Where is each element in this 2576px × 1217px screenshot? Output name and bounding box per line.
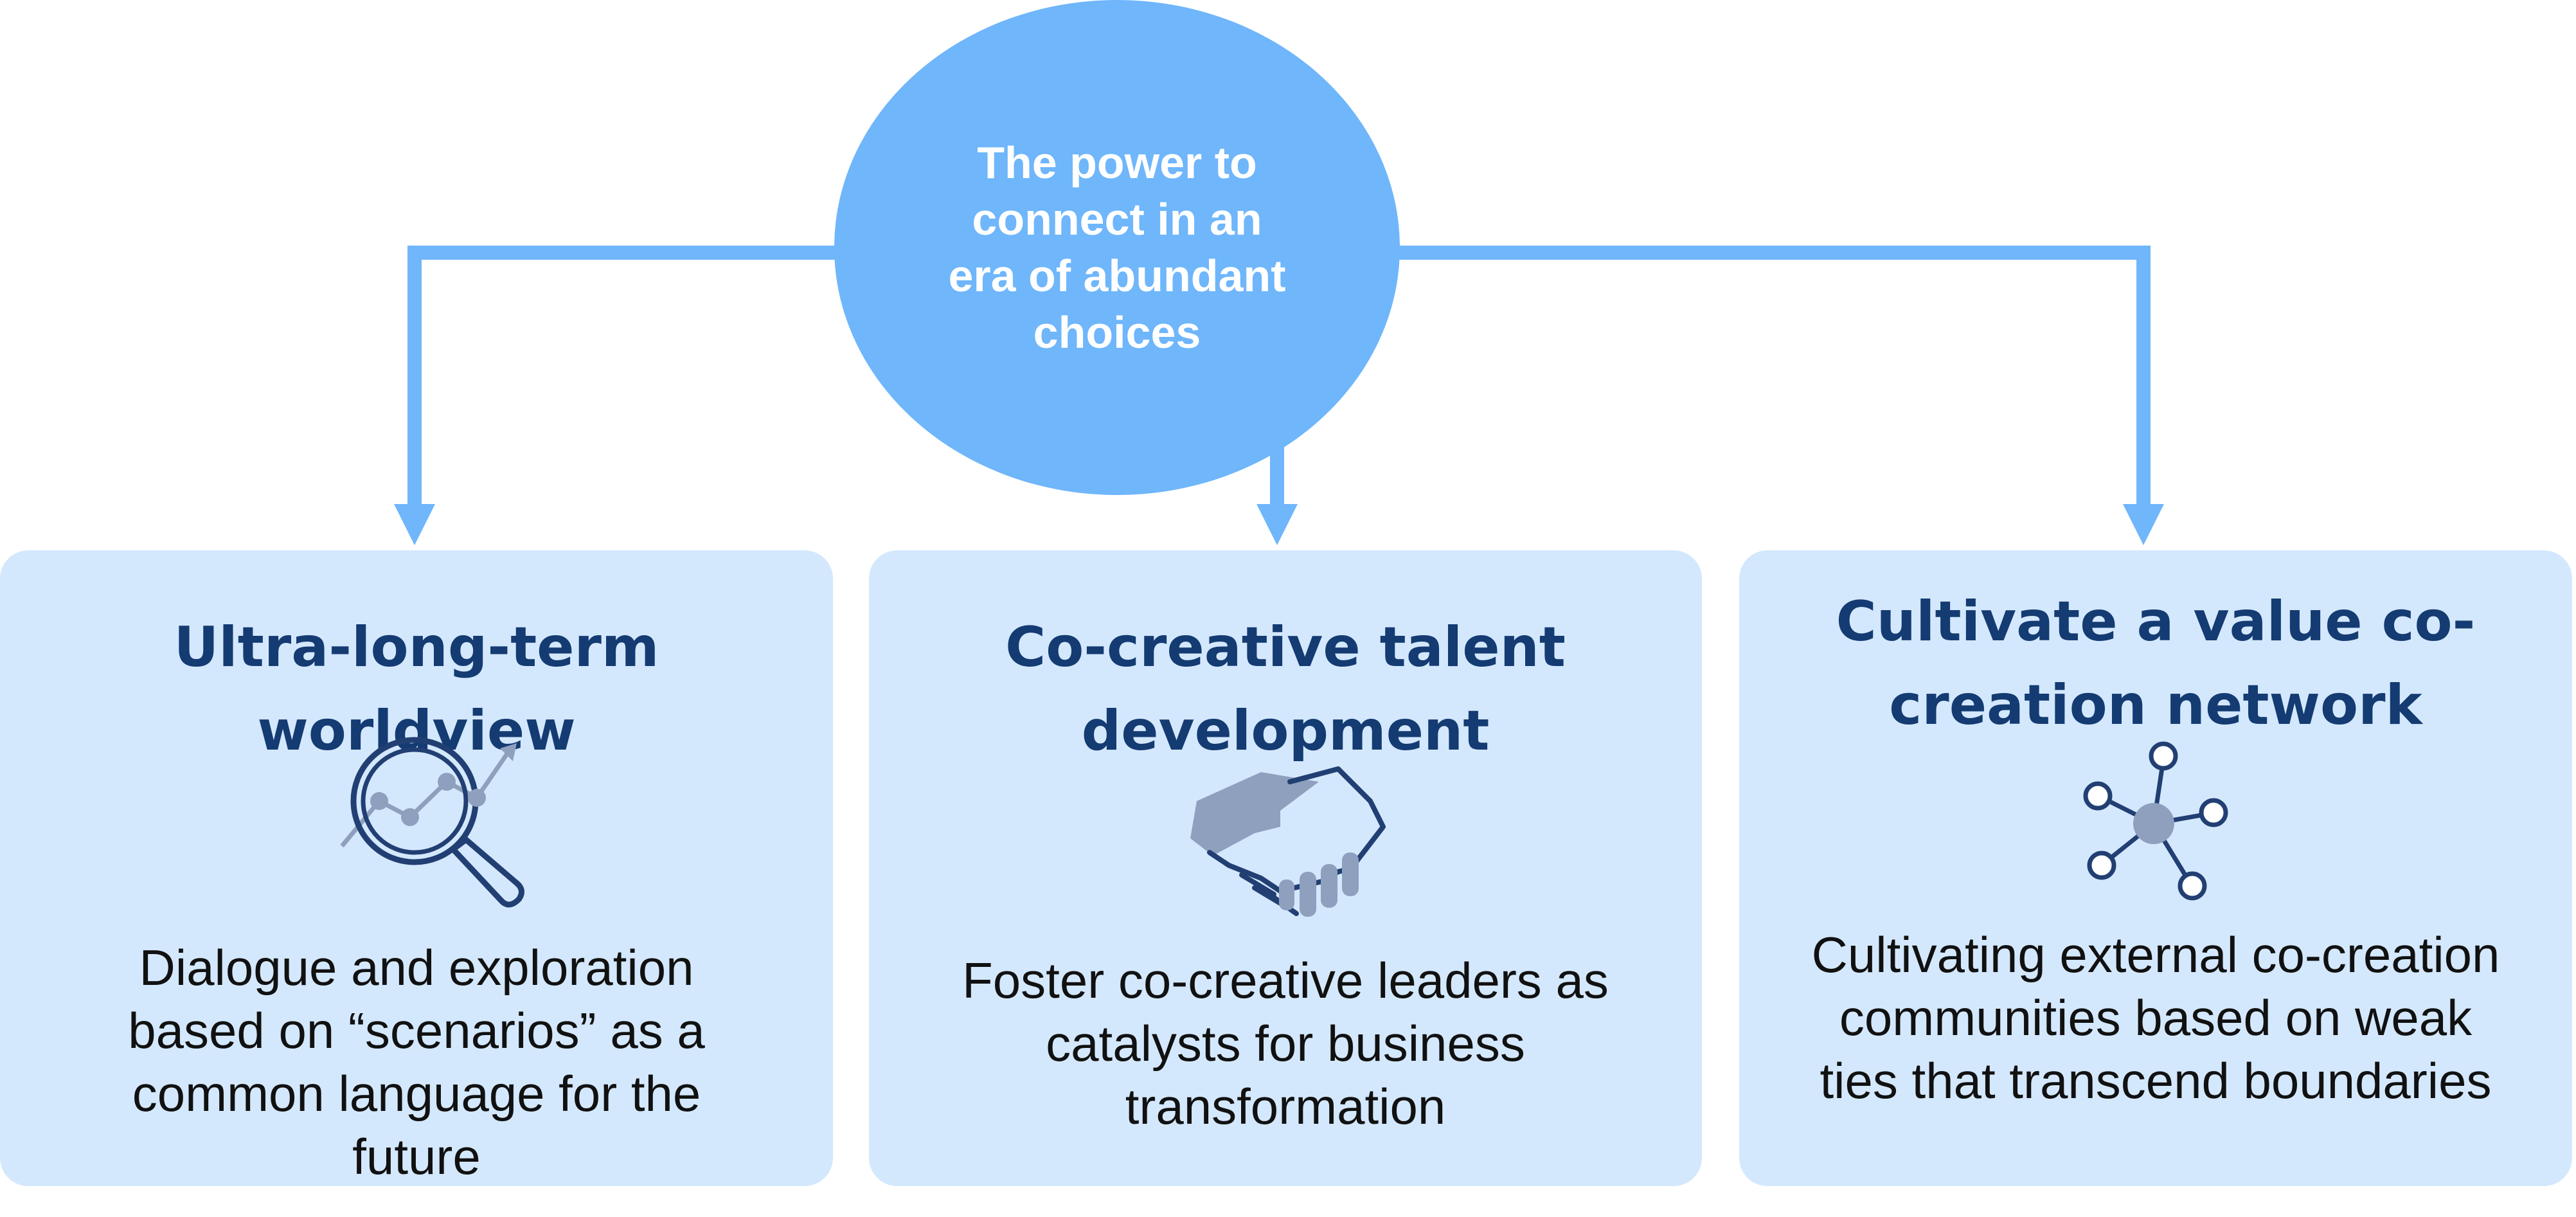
- card-ultra-long-term-worldview: Ultra-long-term worldview Dialogue and e…: [0, 550, 833, 1186]
- card-co-creative-talent-development: Co-creative talent development Foster co…: [869, 550, 1702, 1186]
- network-icon: [2083, 741, 2228, 901]
- card-description: Foster co-creative leaders as catalysts …: [962, 952, 1609, 1135]
- card-description: Dialogue and exploration based on “scena…: [128, 939, 705, 1185]
- card-title: Ultra-long-term worldview: [174, 615, 659, 763]
- handshake-icon: [1190, 766, 1386, 917]
- arrowhead-center: [1257, 504, 1298, 545]
- central-ellipse-label: The power to connect in an era of abunda…: [948, 138, 1286, 357]
- magnifier-chart-icon: [340, 737, 524, 908]
- card-title: Co-creative talent development: [1005, 615, 1566, 763]
- arrowhead-left: [394, 504, 435, 545]
- card-title: Cultivate a value co- creation network: [1836, 590, 2476, 737]
- card-value-co-creation-network: Cultivate a value co- creation network C…: [1739, 550, 2572, 1186]
- arrowhead-right: [2123, 504, 2164, 545]
- connector-left: [407, 246, 842, 508]
- card-description: Cultivating external co-creation communi…: [1811, 926, 2500, 1109]
- central-ellipse: The power to connect in an era of abunda…: [834, 0, 1400, 495]
- connector-right: [1395, 246, 2151, 508]
